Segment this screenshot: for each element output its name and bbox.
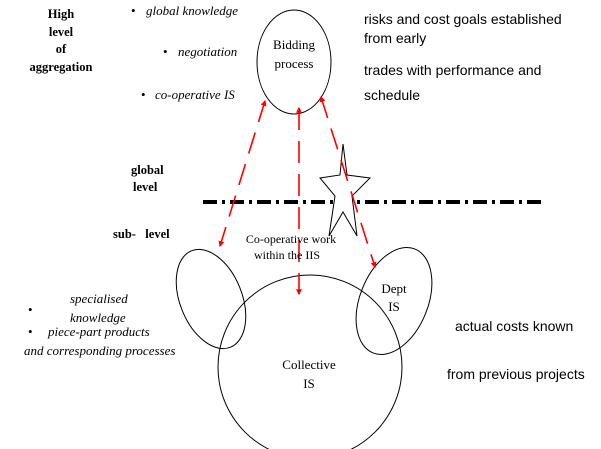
star-icon [319,143,372,237]
sub-level-label: sub- level [113,227,170,241]
bidding-process-ellipse [256,9,332,115]
heading-line: level [49,25,74,39]
note-line: risks and cost goals established [364,11,562,27]
global-level-label: global level [131,163,164,194]
bullet-item: specialised [70,291,128,306]
right-top-notes: risks and cost goals established from ea… [364,11,562,103]
bullet-item: global knowledge [146,3,238,18]
bullet-item: negotiation [178,44,237,59]
global-level-line-text: global [131,163,164,177]
note-line: from early [364,30,426,46]
coop-work-line: Co-operative work [246,232,336,246]
heading-line: aggregation [30,60,93,74]
bidding-line: process [275,56,314,71]
arrow-right-connector [319,95,377,269]
arrow-left-connector [218,99,267,248]
dept-line: IS [388,299,400,314]
note-line: schedule [364,87,420,103]
note-line: from previous projects [447,366,585,382]
bullet-item: co-operative IS [155,87,235,102]
aggregation-heading: High level of aggregation [30,7,93,74]
note-line: actual costs known [455,318,573,334]
bullet-glyph: • [28,302,33,317]
bullet-glyph: • [163,44,168,59]
dept-is-label: Dept IS [381,281,407,314]
collective-line: Collective [282,357,336,372]
bullet-glyph: • [28,324,33,339]
bidding-line: Bidding [273,37,315,52]
bullet-item: and corresponding processes [24,343,175,358]
note-line: trades with performance and [364,62,541,78]
dept-is-ellipse [355,247,433,355]
heading-line: of [56,42,67,56]
heading-line: High [48,7,74,21]
bullet-glyph: • [141,87,146,102]
collective-is-label: Collective IS [282,357,336,391]
bullet-item: piece-part products [47,324,150,339]
collective-is-circle [217,274,403,449]
bullet-item: knowledge [70,310,126,325]
global-level-line-text: level [133,180,158,194]
left-sub-ellipse [175,248,247,350]
coop-work-label: Co-operative work within the IIS [246,232,336,262]
bottom-bullet-list: • specialised knowledge • piece-part pro… [24,291,175,358]
collective-line: IS [303,376,315,391]
top-bullet-list: • global knowledge • negotiation • co-op… [131,3,238,102]
bidding-process-label: Bidding process [273,37,315,71]
coop-work-line: within the IIS [254,248,320,262]
dept-line: Dept [381,281,407,296]
right-bottom-notes: actual costs known from previous project… [447,318,585,382]
bullet-glyph: • [131,3,136,18]
